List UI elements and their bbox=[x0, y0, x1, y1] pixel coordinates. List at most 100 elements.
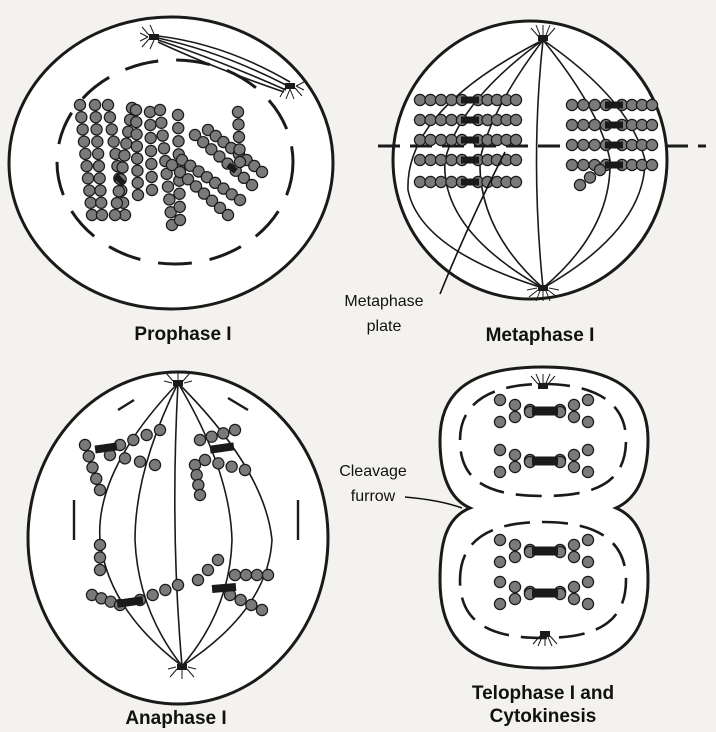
chromatid-bead bbox=[582, 576, 593, 587]
centromere bbox=[461, 179, 479, 186]
chromatid-bead bbox=[130, 104, 141, 115]
centromere bbox=[605, 162, 623, 169]
centromere bbox=[605, 122, 623, 129]
chromatid-bead bbox=[93, 161, 104, 172]
chromatid-bead bbox=[494, 466, 505, 477]
chromatid-bead bbox=[578, 119, 589, 130]
chromatid-bead bbox=[256, 166, 267, 177]
chromatid-bead bbox=[646, 119, 657, 130]
chromatid-bead bbox=[164, 194, 175, 205]
chromatid-bead bbox=[582, 444, 593, 455]
chromatid-bead bbox=[172, 579, 183, 590]
chromatid-bead bbox=[194, 489, 205, 500]
chromatid-bead bbox=[94, 564, 105, 575]
metaphase-plate-label-line2: plate bbox=[367, 318, 402, 335]
chromatid-bead bbox=[146, 184, 157, 195]
chromatid-bead bbox=[566, 99, 577, 110]
chromatid-bead bbox=[229, 424, 240, 435]
chromatid-bead bbox=[566, 159, 577, 170]
chromatid-bead bbox=[510, 154, 521, 165]
chromatid-bead bbox=[425, 94, 436, 105]
chromatid-bead bbox=[91, 473, 102, 484]
chromatid-bead bbox=[222, 209, 233, 220]
chromatid-bead bbox=[111, 198, 122, 209]
chromatid-bead bbox=[80, 148, 91, 159]
chromatid-bead bbox=[157, 130, 168, 141]
chromatid-bead bbox=[510, 176, 521, 187]
chromatid-bead bbox=[425, 154, 436, 165]
chromatid-bead bbox=[425, 134, 436, 145]
chromatid-bead bbox=[251, 569, 262, 580]
chromatid-bead bbox=[435, 176, 446, 187]
chromatid-bead bbox=[233, 119, 244, 130]
chromatid-bead bbox=[494, 556, 505, 567]
chromatid-bead bbox=[582, 416, 593, 427]
chromatid-bead bbox=[213, 458, 224, 469]
chromatid-bead bbox=[145, 145, 156, 156]
chromatid-bead bbox=[232, 106, 243, 117]
metaphase-plate-label-line1: Metaphase bbox=[344, 293, 423, 310]
chromatid-bead bbox=[494, 444, 505, 455]
chromatid-bead bbox=[425, 114, 436, 125]
chromatid-bead bbox=[510, 134, 521, 145]
chromatid-bead bbox=[435, 154, 446, 165]
chromatid-bead bbox=[102, 99, 113, 110]
telophase-label-line1: Telophase I and bbox=[472, 683, 614, 704]
chromatid-bead bbox=[578, 99, 589, 110]
chromatid-bead bbox=[149, 459, 160, 470]
chromatid-bead bbox=[158, 143, 169, 154]
chromatid-bead bbox=[446, 176, 457, 187]
chromatid-bead bbox=[91, 124, 102, 135]
chromatid-bead bbox=[117, 162, 128, 173]
chromatid-bead bbox=[96, 209, 107, 220]
chromatid-bead bbox=[568, 449, 579, 460]
chromatid-bead bbox=[446, 154, 457, 165]
chromatid-bead bbox=[568, 411, 579, 422]
chromatid-bead bbox=[81, 161, 92, 172]
chromatid-bead bbox=[212, 554, 223, 565]
telophase-label-line2: Cytokinesis bbox=[490, 706, 597, 727]
chromatid-bead bbox=[584, 172, 595, 183]
chromatid-bead bbox=[94, 539, 105, 550]
centromere bbox=[461, 137, 479, 144]
chromatid-bead bbox=[108, 136, 119, 147]
chromatid-bead bbox=[174, 214, 185, 225]
chromatid-bead bbox=[174, 201, 185, 212]
chromatid-bead bbox=[646, 159, 657, 170]
chromatid-bead bbox=[141, 429, 152, 440]
centromere bbox=[605, 142, 623, 149]
chromatid-bead bbox=[509, 449, 520, 460]
cleavage-label-line2: furrow bbox=[351, 488, 396, 505]
chromatid-bead bbox=[568, 581, 579, 592]
chromatid-bead bbox=[146, 171, 157, 182]
chromatid-bead bbox=[582, 394, 593, 405]
chromatid-bead bbox=[93, 148, 104, 159]
chromatid-bead bbox=[193, 479, 204, 490]
chromatid-bead bbox=[174, 188, 185, 199]
chromatid-bead bbox=[128, 434, 139, 445]
metaphase-panel: Metaphase plate Metaphase I bbox=[344, 21, 706, 346]
chromatid-bead bbox=[162, 181, 173, 192]
chromatid-bead bbox=[425, 176, 436, 187]
centromere bbox=[532, 457, 558, 466]
chromatid-bead bbox=[509, 399, 520, 410]
chromatid-bead bbox=[509, 581, 520, 592]
chromatid-bead bbox=[173, 123, 184, 134]
chromatid-bead bbox=[74, 99, 85, 110]
chromatid-bead bbox=[234, 144, 245, 155]
chromatid-bead bbox=[509, 461, 520, 472]
centromere bbox=[461, 117, 479, 124]
chromatid-bead bbox=[414, 94, 425, 105]
chromatid-bead bbox=[84, 185, 95, 196]
anaphase-panel: Anaphase I bbox=[28, 371, 328, 729]
chromatid-bead bbox=[132, 177, 143, 188]
cleavage-furrow-leader bbox=[405, 497, 462, 508]
chromatid-bead bbox=[131, 141, 142, 152]
chromatid-bead bbox=[132, 165, 143, 176]
chromatid-bead bbox=[240, 569, 251, 580]
chromatid-bead bbox=[87, 462, 98, 473]
chromatid-bead bbox=[594, 164, 605, 175]
chromatid-bead bbox=[76, 112, 87, 123]
centromere bbox=[532, 547, 558, 556]
chromatid-bead bbox=[568, 539, 579, 550]
